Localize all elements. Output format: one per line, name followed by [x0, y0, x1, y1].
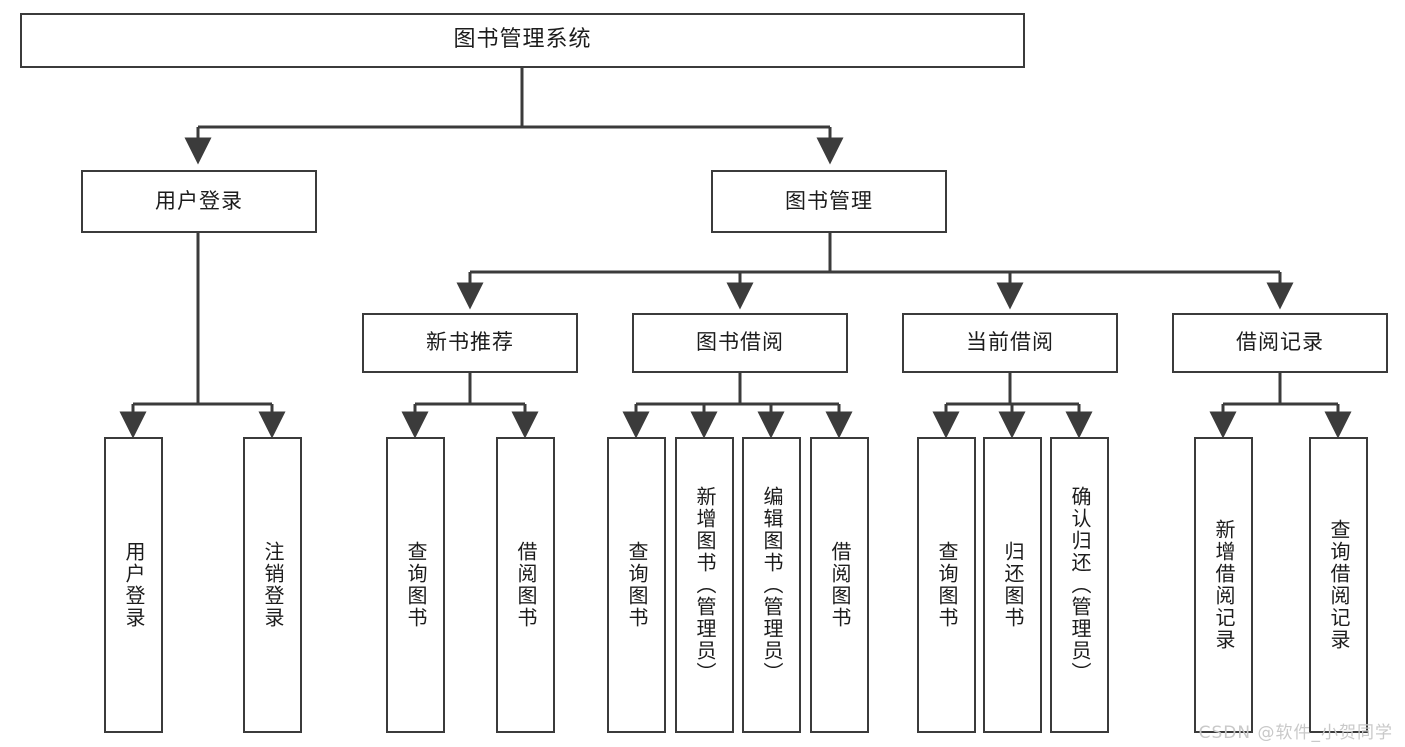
leaf-record-query[interactable]: 查询借阅记录 — [1309, 437, 1368, 733]
leaf-user-login-label: 用户登录 — [122, 541, 146, 629]
leaf-current-return-book[interactable]: 归还图书 — [983, 437, 1042, 733]
node-current-borrow[interactable]: 当前借阅 — [902, 313, 1118, 373]
leaf-user-login[interactable]: 用户登录 — [104, 437, 163, 733]
node-borrow-record-label: 借阅记录 — [1236, 330, 1324, 355]
node-borrow-record[interactable]: 借阅记录 — [1172, 313, 1388, 373]
node-current-borrow-label: 当前借阅 — [966, 330, 1054, 355]
leaf-user-logout-label: 注销登录 — [261, 541, 285, 629]
leaf-recommend-query-book[interactable]: 查询图书 — [386, 437, 445, 733]
leaf-recommend-borrow-book-label: 借阅图书 — [514, 541, 538, 629]
watermark: CSDN @软件_小贺同学 — [1198, 723, 1393, 743]
leaf-current-return-book-label: 归还图书 — [1001, 541, 1025, 629]
leaf-borrow-edit-book-label: 编辑图书（管理员） — [760, 486, 784, 684]
node-book-borrow[interactable]: 图书借阅 — [632, 313, 848, 373]
leaf-borrow-add-book[interactable]: 新增图书（管理员） — [675, 437, 734, 733]
leaf-borrow-borrow-book-label: 借阅图书 — [828, 541, 852, 629]
node-user-login[interactable]: 用户登录 — [81, 170, 317, 233]
node-new-book-recommend[interactable]: 新书推荐 — [362, 313, 578, 373]
leaf-record-add-label: 新增借阅记录 — [1212, 519, 1236, 651]
leaf-recommend-borrow-book[interactable]: 借阅图书 — [496, 437, 555, 733]
node-book-borrow-label: 图书借阅 — [696, 330, 784, 355]
leaf-current-query-book[interactable]: 查询图书 — [917, 437, 976, 733]
leaf-borrow-query-book[interactable]: 查询图书 — [607, 437, 666, 733]
node-new-book-recommend-label: 新书推荐 — [426, 330, 514, 355]
node-book-management-label: 图书管理 — [785, 188, 873, 213]
leaf-record-add[interactable]: 新增借阅记录 — [1194, 437, 1253, 733]
node-book-management[interactable]: 图书管理 — [711, 170, 947, 233]
node-root-label: 图书管理系统 — [453, 27, 592, 53]
leaf-borrow-add-book-label: 新增图书（管理员） — [693, 486, 717, 684]
leaf-borrow-query-book-label: 查询图书 — [625, 541, 649, 629]
leaf-user-logout[interactable]: 注销登录 — [243, 437, 302, 733]
leaf-current-confirm-return-label: 确认归还（管理员） — [1068, 486, 1092, 684]
node-user-login-label: 用户登录 — [155, 188, 243, 213]
leaf-current-query-book-label: 查询图书 — [935, 541, 959, 629]
leaf-current-confirm-return[interactable]: 确认归还（管理员） — [1050, 437, 1109, 733]
leaf-borrow-borrow-book[interactable]: 借阅图书 — [810, 437, 869, 733]
leaf-borrow-edit-book[interactable]: 编辑图书（管理员） — [742, 437, 801, 733]
leaf-recommend-query-book-label: 查询图书 — [404, 541, 428, 629]
leaf-record-query-label: 查询借阅记录 — [1327, 519, 1351, 651]
node-root[interactable]: 图书管理系统 — [20, 13, 1025, 68]
